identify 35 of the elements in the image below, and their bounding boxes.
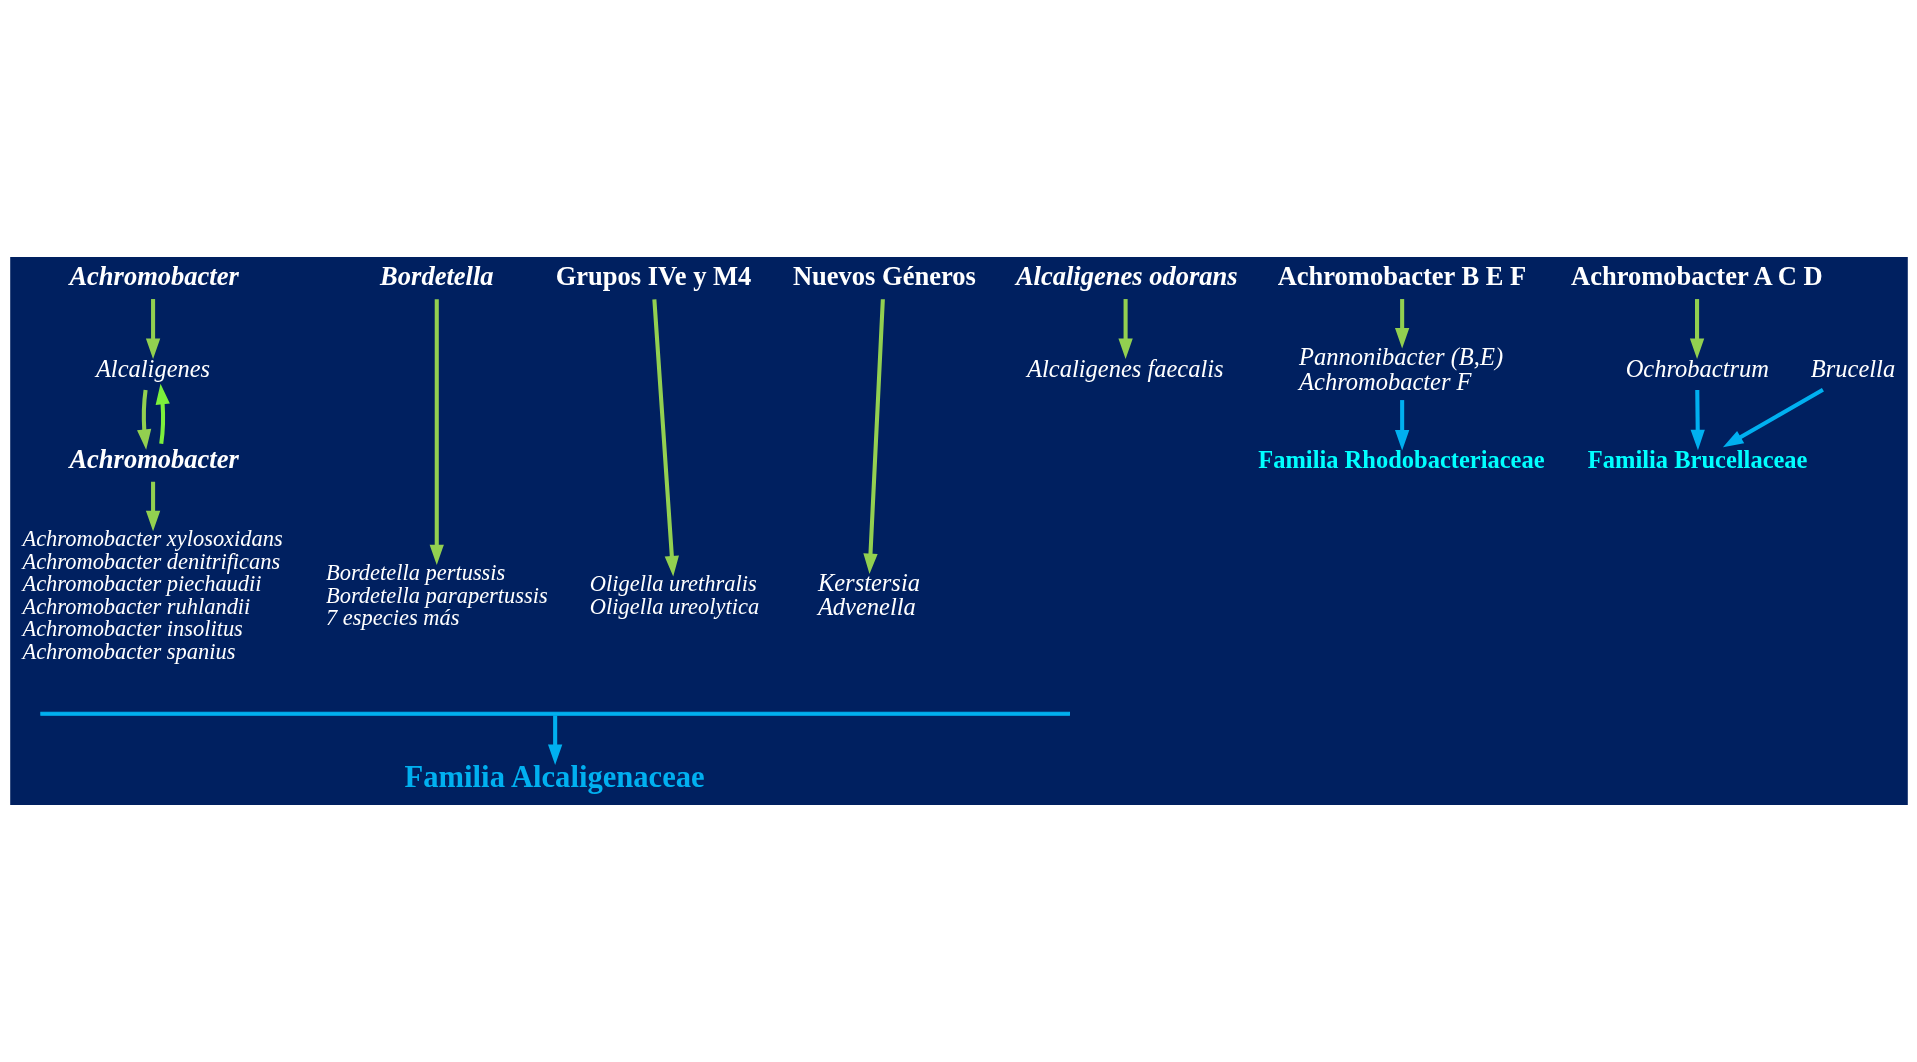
node-text: Bordetella bbox=[379, 261, 494, 292]
arrow bbox=[862, 299, 885, 575]
node-text: Brucella bbox=[1810, 354, 1895, 382]
node-bar bbox=[39, 711, 1070, 716]
arrow bbox=[429, 299, 444, 566]
node-text: Grupos IVe y M4 bbox=[555, 261, 751, 292]
node-text: Familia Alcaligenaceae bbox=[404, 759, 705, 794]
node-text: Oligella urethralis Oligella ureolytica bbox=[589, 571, 759, 619]
node-text: Familia Brucellaceae bbox=[1587, 445, 1807, 473]
node-text: Achromobacter bbox=[68, 444, 239, 475]
node-text: Pannonibacter (B,E) Achromobacter F bbox=[1298, 343, 1503, 395]
arrow bbox=[1689, 299, 1704, 359]
node-text: Kerstersia Advenella bbox=[817, 568, 920, 621]
node-text: Achromobacter B E F bbox=[1277, 261, 1526, 292]
arrow bbox=[651, 299, 679, 577]
node-text: Alcaligenes faecalis bbox=[1026, 354, 1224, 382]
arrow bbox=[1690, 389, 1705, 451]
node-text: Alcaligenes bbox=[95, 354, 210, 382]
node-text: Ochrobactrum bbox=[1625, 354, 1769, 382]
arrow bbox=[155, 383, 170, 444]
node-text: Nuevos Géneros bbox=[792, 261, 976, 292]
arrow bbox=[1394, 400, 1409, 451]
arrow bbox=[136, 389, 151, 450]
node-text: Alcaligenes odorans bbox=[1015, 261, 1238, 292]
arrow bbox=[145, 481, 160, 532]
arrow bbox=[1117, 299, 1133, 359]
node-text: Achromobacter xylosoxidans Achromobacter denitrificans Achromobacter piechaudii Achromobacter ruhlandii Achromobacter insolitus Achromobacter spanius bbox=[21, 526, 283, 664]
arrow bbox=[1394, 299, 1409, 349]
node-text: Achromobacter A C D bbox=[1570, 261, 1823, 292]
arrow bbox=[145, 299, 160, 359]
node-text: Achromobacter bbox=[68, 261, 239, 292]
arrow bbox=[1722, 387, 1824, 448]
node-text: Familia Rhodobacteriaceae bbox=[1257, 445, 1545, 473]
node-text: Bordetella pertussis Bordetella parapertussis 7 especies más bbox=[325, 560, 548, 630]
arrow bbox=[547, 715, 562, 765]
